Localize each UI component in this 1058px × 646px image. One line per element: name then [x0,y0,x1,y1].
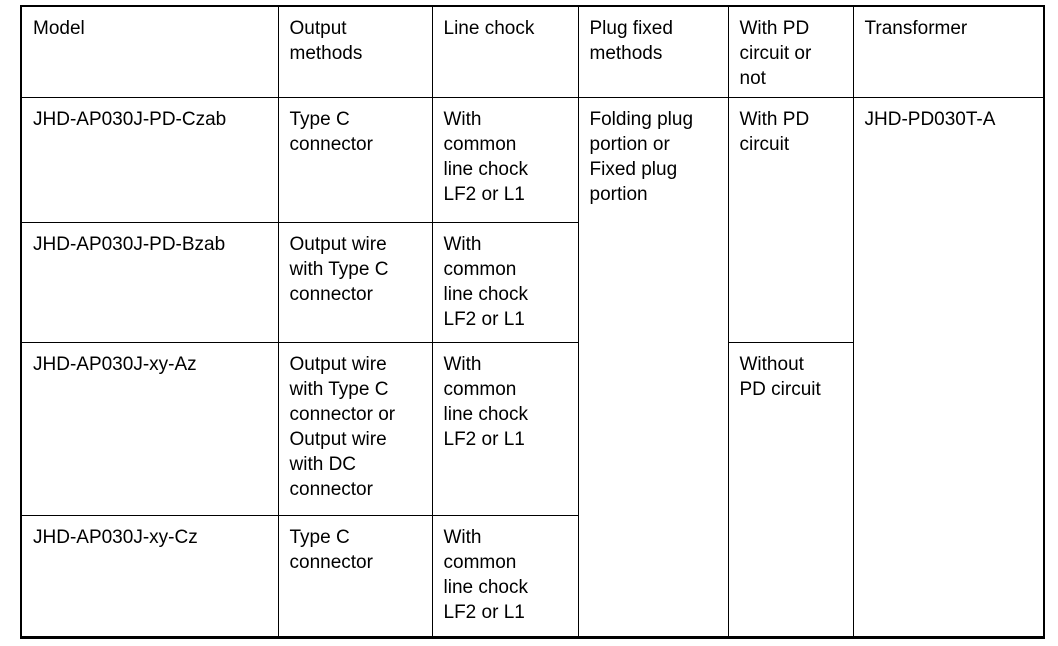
cell-model-value: JHD-AP030J-PD-Bzab [33,234,226,255]
column-header-model: Model [20,5,279,98]
cell-line-chock: With common line chock LF2 or L1 [431,97,579,223]
table-row: JHD-AP030J-xy-Az Output wire with Type C… [20,342,1044,638]
cell-model-value: JHD-AP030J-xy-Az [33,354,197,375]
specification-table-container: Model Output methods Line chock Plug fix… [20,5,1045,639]
cell-output-methods-value: Output wire with Type C connector [289,234,389,305]
cell-model-value: JHD-AP030J-PD-Czab [33,109,227,130]
cell-plug-fixed-methods-value: Folding plug portion or Fixed plug porti… [589,109,694,205]
table-header-row: Model Output methods Line chock Plug fix… [20,5,1045,98]
cell-model-value: JHD-AP030J-xy-Cz [33,527,198,548]
cell-output-methods: Type C connector [277,97,433,223]
cell-output-methods-value: Type C connector [289,527,373,573]
cell-output-methods: Output wire with Type C connector or Out… [277,342,433,516]
column-header-pd-circuit: With PD circuit or not [727,5,854,98]
table-row: JHD-AP030J-PD-Bzab Output wire with Type… [20,222,1044,343]
cell-model: JHD-AP030J-xy-Az [20,342,279,516]
cell-model: JHD-AP030J-xy-Cz [20,515,279,638]
column-header-output-methods: Output methods [277,5,433,98]
column-header-line-chock: Line chock [431,5,579,98]
cell-line-chock: With common line chock LF2 or L1 [431,222,579,343]
table-row: JHD-AP030J-xy-Cz Type C connector With c… [20,515,1044,638]
cell-line-chock: With common line chock LF2 or L1 [431,515,579,638]
cell-pd-circuit-without-value: Without PD circuit [739,354,821,400]
column-header-line-chock-label: Line chock [443,18,535,39]
product-specification-table: Model Output methods Line chock Plug fix… [20,5,1045,639]
cell-output-methods-value: Output wire with Type C connector or Out… [289,354,396,500]
cell-pd-circuit-with-value: With PD circuit [739,109,810,155]
column-header-output-methods-label: Output methods [289,18,363,64]
cell-pd-circuit-with: With PD circuit [727,97,854,343]
cell-model: JHD-AP030J-PD-Bzab [20,222,279,343]
cell-transformer: JHD-PD030T-A [852,97,1045,638]
cell-line-chock-value: With common line chock LF2 or L1 [443,234,529,330]
cell-line-chock-value: With common line chock LF2 or L1 [443,527,529,623]
cell-line-chock-value: With common line chock LF2 or L1 [443,354,529,450]
cell-transformer-value: JHD-PD030T-A [864,109,996,130]
cell-plug-fixed-methods: Folding plug portion or Fixed plug porti… [577,97,729,638]
cell-output-methods: Type C connector [277,515,433,638]
cell-output-methods-value: Type C connector [289,109,373,155]
cell-line-chock: With common line chock LF2 or L1 [431,342,579,516]
column-header-plug-fixed-methods-label: Plug fixed methods [589,18,673,64]
column-header-plug-fixed-methods: Plug fixed methods [577,5,729,98]
cell-model: JHD-AP030J-PD-Czab [20,97,279,223]
cell-line-chock-value: With common line chock LF2 or L1 [443,109,529,205]
column-header-model-label: Model [33,18,85,39]
column-header-transformer-label: Transformer [864,18,968,39]
column-header-pd-circuit-label: With PD circuit or not [739,18,812,89]
column-header-transformer: Transformer [852,5,1045,98]
table-row: JHD-AP030J-PD-Czab Type C connector With… [20,97,1045,638]
cell-output-methods: Output wire with Type C connector [277,222,433,343]
cell-pd-circuit-without: Without PD circuit [727,342,854,638]
